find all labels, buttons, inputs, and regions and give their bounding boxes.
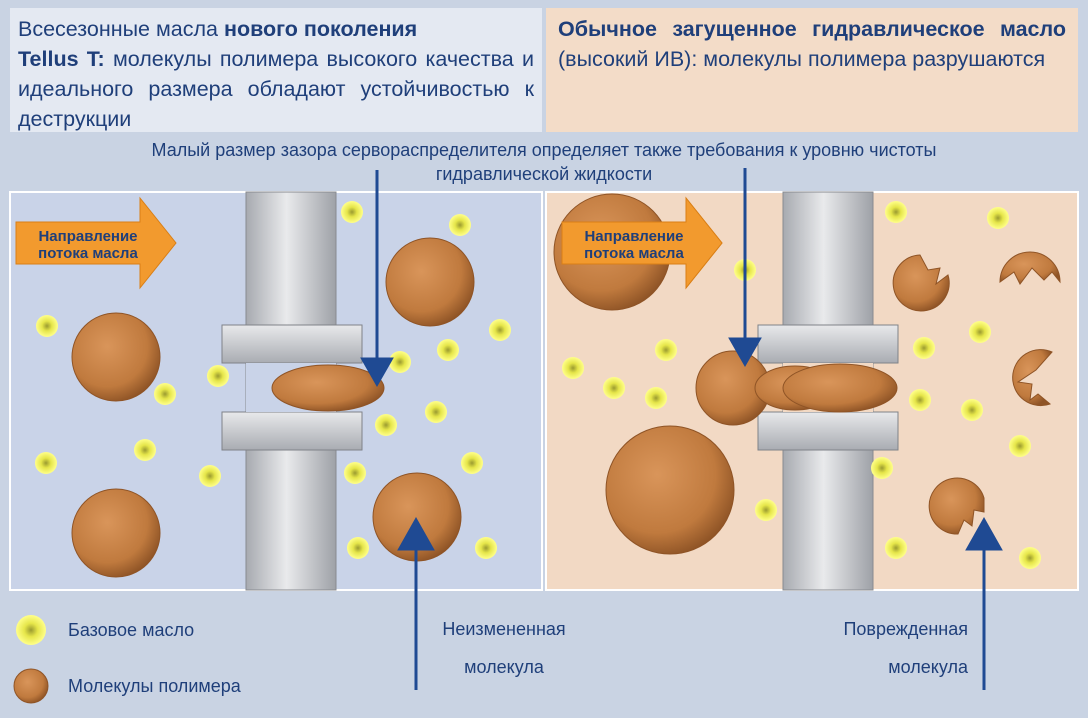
callout-damaged-line2: молекула: [888, 657, 968, 677]
base-oil-particle: [389, 351, 411, 373]
flow-arrow-left-line1: Направление: [38, 228, 137, 245]
base-oil-particle: [969, 321, 991, 343]
broken-molecule: [999, 251, 1061, 285]
base-oil-particle: [375, 414, 397, 436]
base-oil-particle: [449, 214, 471, 236]
base-oil-particles-left: [35, 201, 511, 559]
flow-arrow-right-overlay-line1: Направление: [584, 228, 683, 245]
diagram-caption: Малый размер зазора сервораспределителя …: [20, 138, 1068, 186]
broken-molecules: [892, 251, 1061, 535]
caption-line-1: Малый размер зазора сервораспределителя …: [151, 140, 937, 160]
polymer-molecule: [385, 237, 475, 327]
callout-arrows: [397, 516, 1003, 690]
callout-damaged: Поврежденная молекула: [798, 610, 968, 686]
callout-unchanged-line1: Неизмененная: [442, 619, 566, 639]
base-oil-particle: [154, 383, 176, 405]
base-oil-particle: [134, 439, 156, 461]
flow-arrow-right-overlay-line2: потока масла: [584, 245, 684, 262]
base-oil-particle: [961, 399, 983, 421]
legend-polymer-label: Молекулы полимера: [68, 676, 241, 696]
base-oil-particle: [755, 499, 777, 521]
callout-unchanged: Неизмененная молекула: [424, 610, 584, 686]
base-oil-particle: [603, 377, 625, 399]
flow-arrow-left-line2: потока масла: [38, 245, 138, 262]
flow-arrow-right-overlay: Направление потока масла: [561, 196, 723, 290]
broken-molecule: [928, 477, 985, 535]
base-oil-particle: [489, 319, 511, 341]
base-oil-particle: [987, 207, 1009, 229]
base-oil-particle: [562, 357, 584, 379]
caption-arrows: [360, 168, 762, 388]
header-left-text: Всесезонные масла: [18, 17, 224, 41]
base-oil-particle: [885, 537, 907, 559]
header-left-highlight: нового поколения: [223, 17, 418, 41]
base-oil-particle: [199, 465, 221, 487]
header-right: Обычное загущенное гидравлическое масло …: [546, 8, 1078, 132]
caption-line-2: гидравлической жидкости: [435, 164, 653, 184]
base-oil-particle: [913, 337, 935, 359]
base-oil-particle: [425, 401, 447, 423]
header-right-title: Обычное загущенное гидравлическое масло: [558, 17, 1066, 41]
broken-molecule: [892, 254, 950, 312]
base-oil-particle: [475, 537, 497, 559]
callout-damaged-line1: Поврежденная: [843, 619, 968, 639]
polymer-molecule: [605, 425, 735, 555]
legend-base-oil-icon: [16, 615, 46, 645]
legend-polymer-icon: [13, 668, 49, 704]
header-right-description: (высокий ИВ): молекулы полимера разрушаю…: [558, 47, 1046, 71]
header-left-product: Tellus T:: [18, 47, 105, 71]
base-oil-particle: [1019, 547, 1041, 569]
header-left: Всесезонные масла нового поколения Tellu…: [10, 8, 542, 132]
base-oil-particle: [645, 387, 667, 409]
polymer-molecule: [71, 312, 161, 402]
base-oil-particle: [341, 201, 363, 223]
callout-unchanged-line2: молекула: [464, 657, 544, 677]
base-oil-particle: [871, 457, 893, 479]
polymer-molecule-stretched: [782, 363, 898, 413]
base-oil-particle: [655, 339, 677, 361]
base-oil-particle: [461, 452, 483, 474]
base-oil-particles-right: [562, 201, 1041, 569]
broken-molecule: [1012, 349, 1053, 407]
header-left-description: молекулы полимера высокого качества и ид…: [18, 47, 535, 131]
base-oil-particle: [35, 452, 57, 474]
base-oil-particle: [437, 339, 459, 361]
flow-arrow-left: Направление потока масла: [15, 196, 177, 290]
base-oil-particle: [1009, 435, 1031, 457]
base-oil-particle: [207, 365, 229, 387]
polymer-molecule-stretched: [271, 364, 385, 412]
base-oil-particle: [909, 389, 931, 411]
legend-base-oil-label: Базовое масло: [68, 620, 195, 640]
base-oil-particle: [36, 315, 58, 337]
base-oil-particle: [347, 537, 369, 559]
polymer-molecule: [71, 488, 161, 578]
base-oil-particle: [885, 201, 907, 223]
base-oil-particle: [344, 462, 366, 484]
polymer-molecules-left: [71, 237, 475, 578]
